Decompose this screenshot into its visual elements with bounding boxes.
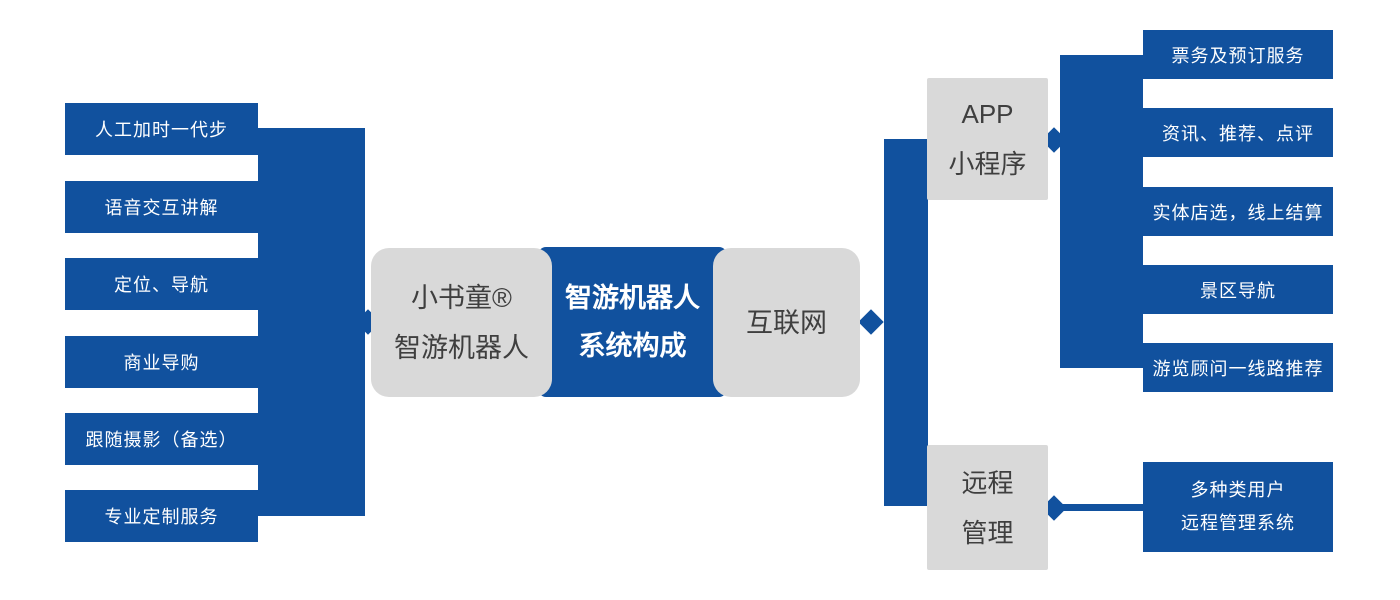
left-features-connector-bar — [258, 128, 365, 516]
app-features-connector-bar — [1060, 55, 1143, 368]
remote-box-line1: 远程 — [961, 467, 1014, 498]
remote-feature-box: 多种类用户 远程管理系统 — [1143, 462, 1333, 552]
app-feature-box-4: 景区导航 — [1143, 265, 1333, 314]
app-feature-box-1: 票务及预订服务 — [1143, 30, 1333, 79]
robot-feature-box-6: 专业定制服务 — [65, 490, 258, 542]
robot-feature-box-2: 语音交互讲解 — [65, 181, 258, 233]
remote-box: 远程 管理 — [927, 445, 1048, 570]
product-box-line2: 智游机器人 — [394, 332, 529, 363]
remote-box-line2: 管理 — [961, 517, 1014, 548]
app-box-line1: APP — [961, 99, 1014, 129]
internet-box-label: 互联网 — [746, 307, 827, 338]
app-feature-box-2: 资讯、推荐、点评 — [1143, 108, 1333, 157]
system-title-line1: 智游机器人 — [565, 283, 700, 313]
app-feature-box-5: 游览顾问一线路推荐 — [1143, 343, 1333, 392]
remote-feature-line2: 远程管理系统 — [1181, 513, 1295, 533]
robot-feature-box-1: 人工加时一代步 — [65, 103, 258, 155]
product-box-line1: 小书童® — [411, 282, 512, 313]
internet-connector-diamond — [858, 309, 884, 335]
app-box: APP 小程序 — [927, 78, 1048, 200]
robot-feature-box-4: 商业导购 — [65, 336, 258, 388]
product-box: 小书童® 智游机器人 — [371, 248, 552, 397]
system-title-box: 智游机器人 系统构成 — [538, 247, 727, 397]
remote-feature-line1: 多种类用户 — [1190, 480, 1286, 500]
app-feature-box-3: 实体店选，线上结算 — [1143, 187, 1333, 236]
remote-connector-line — [1054, 504, 1143, 511]
app-box-line2: 小程序 — [948, 149, 1027, 179]
internet-box: 互联网 — [713, 248, 860, 397]
internet-trunk-bar — [884, 139, 928, 506]
system-title-line2: 系统构成 — [578, 331, 687, 361]
robot-feature-box-3: 定位、导航 — [65, 258, 258, 310]
robot-feature-box-5: 跟随摄影（备选） — [65, 413, 258, 465]
